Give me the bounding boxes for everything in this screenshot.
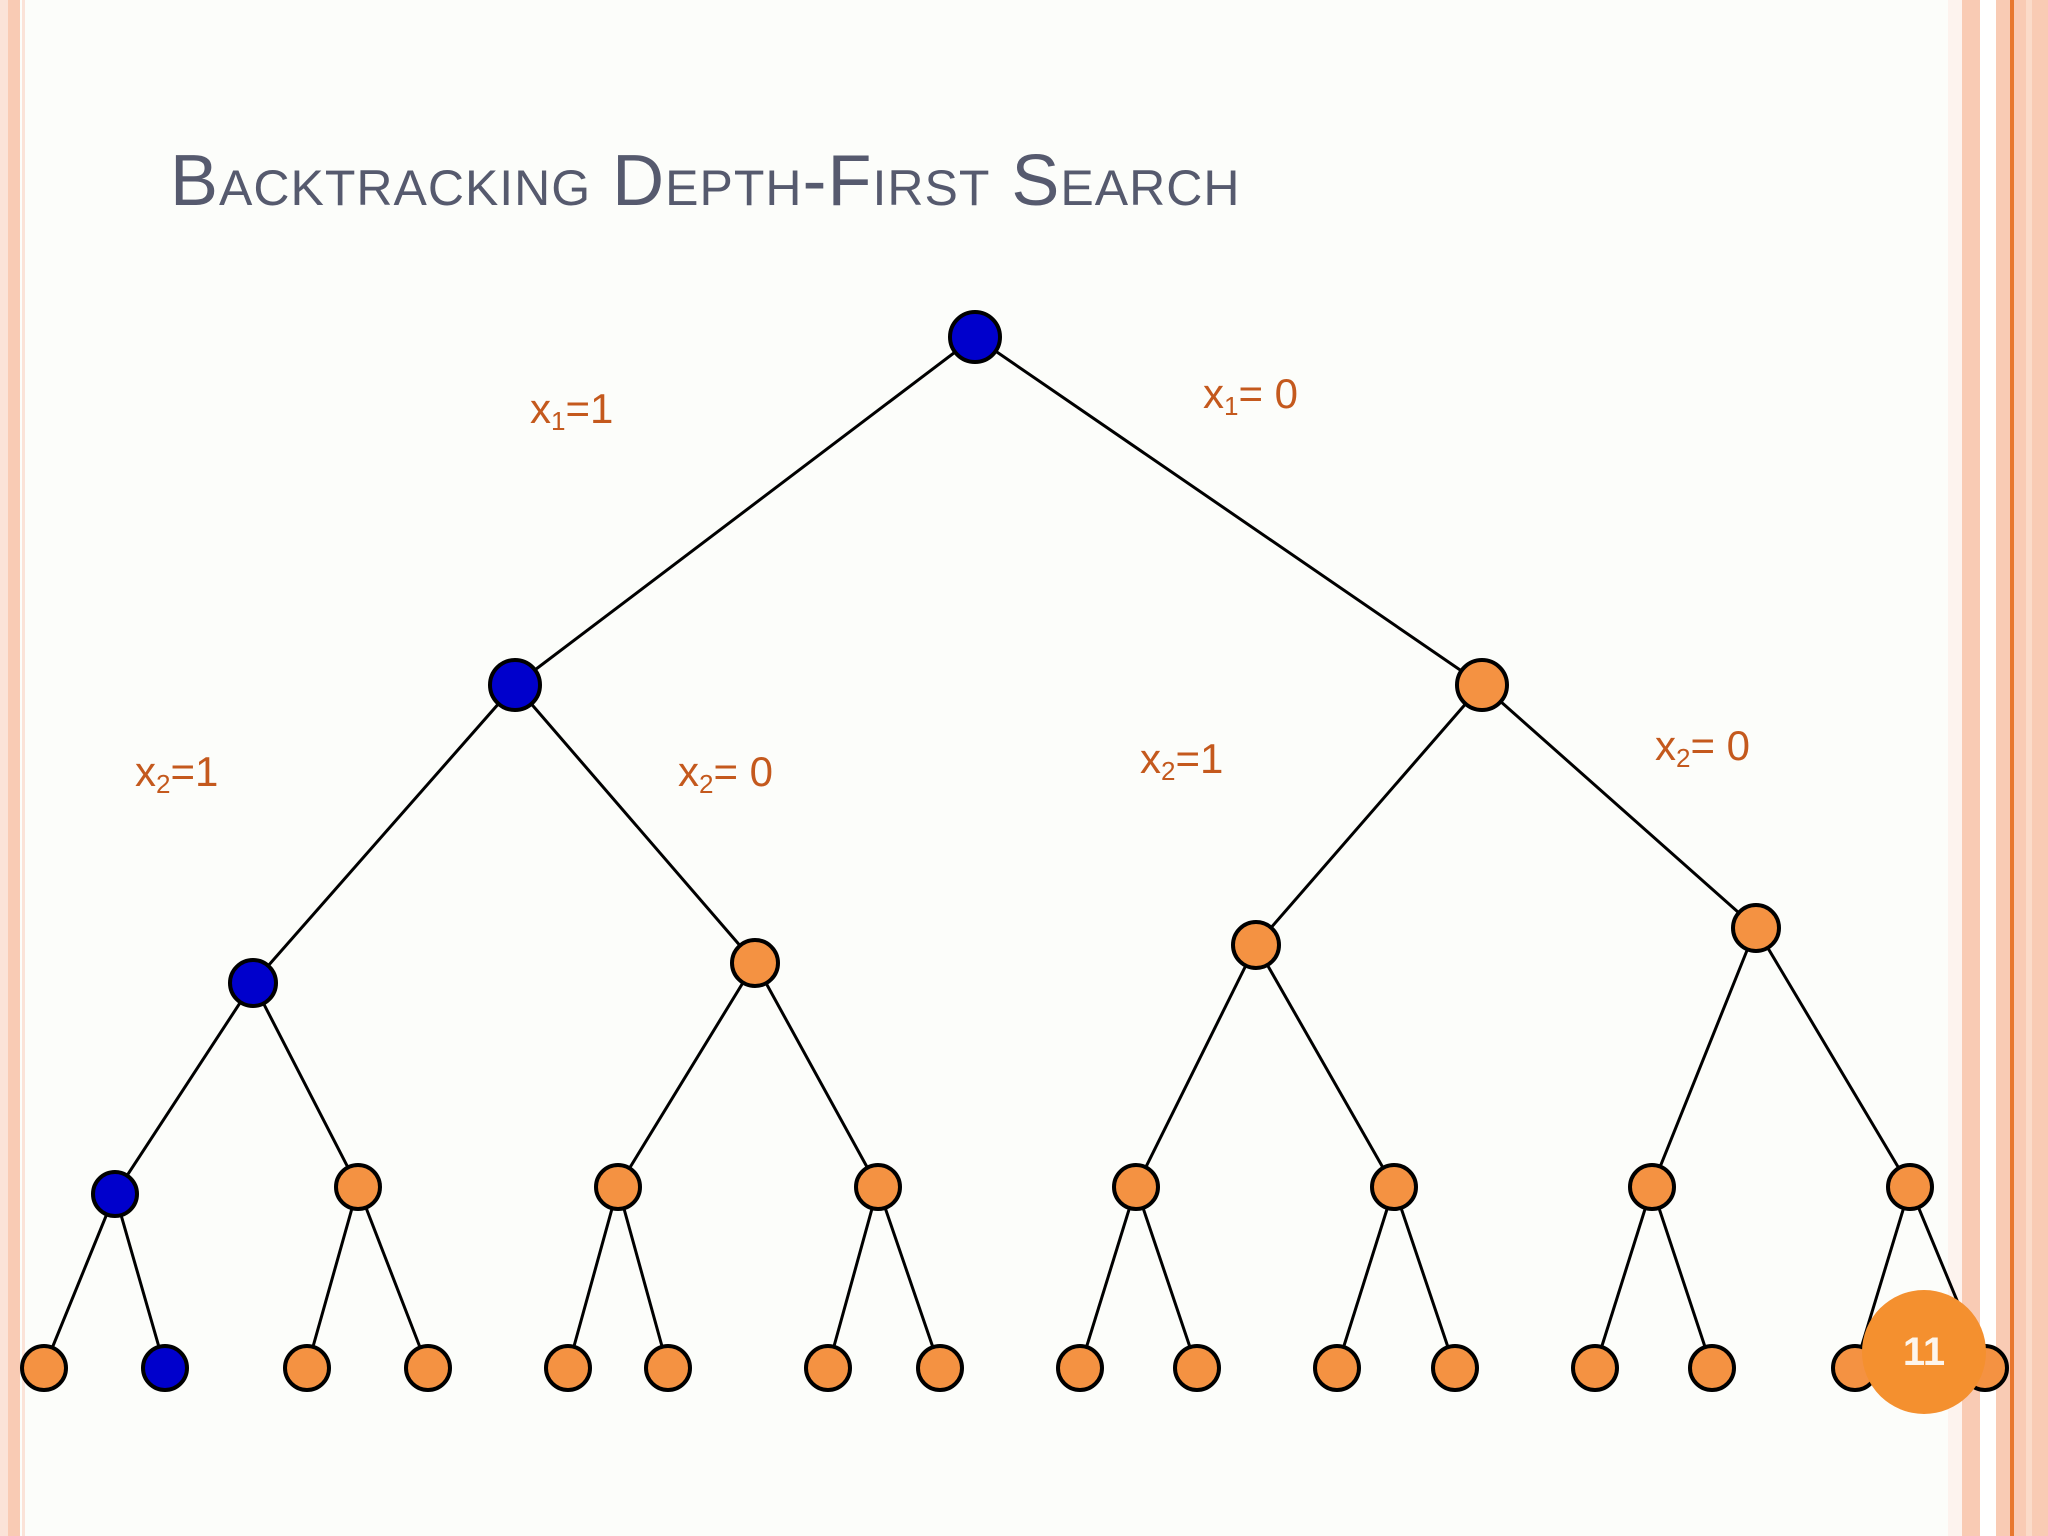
edge-label-subscript: 2	[1161, 755, 1176, 786]
edge-label-variable: x	[1655, 722, 1676, 769]
tree-edge	[1754, 927, 1912, 1188]
tree-node-visited	[91, 1170, 139, 1218]
edge-label-subscript: 2	[156, 768, 171, 799]
tree-node-unvisited	[644, 1344, 692, 1392]
tree-node-visited	[228, 958, 278, 1008]
tree-edge	[1254, 944, 1396, 1188]
tree-node-unvisited	[1731, 903, 1781, 953]
edge-label-subscript: 1	[551, 405, 566, 436]
edge-label-x1-left: x1=1	[530, 385, 614, 436]
tree-edge	[1392, 1186, 1457, 1369]
edge-label-subscript: 2	[1676, 742, 1691, 773]
tree-edge	[113, 982, 255, 1195]
edge-label-variable: x	[530, 385, 551, 432]
edge-label-variable: x	[1203, 370, 1224, 417]
edge-label-subscript: 1	[1224, 390, 1239, 421]
tree-node-unvisited	[1431, 1344, 1479, 1392]
tree-node-unvisited	[1886, 1163, 1934, 1211]
tree-node-unvisited	[544, 1344, 592, 1392]
tree-node-unvisited	[594, 1163, 642, 1211]
edge-label-x1-right: x1= 0	[1203, 370, 1299, 421]
tree-edge	[616, 1186, 670, 1369]
tree-node-visited	[141, 1344, 189, 1392]
tree-edge	[113, 1193, 167, 1369]
tree-node-unvisited	[20, 1344, 68, 1392]
tree-edge	[251, 982, 360, 1188]
tree-edge	[513, 684, 757, 964]
tree-node-unvisited	[1231, 920, 1281, 970]
tree-node-unvisited	[1173, 1344, 1221, 1392]
tree-edge	[514, 335, 976, 687]
tree-node-unvisited	[730, 938, 780, 988]
edge-label-value: =1	[565, 385, 614, 432]
tree-node-unvisited	[1688, 1344, 1736, 1392]
edge-label-variable: x	[1140, 735, 1161, 782]
tree-node-unvisited	[854, 1163, 902, 1211]
edge-label-value: = 0	[713, 748, 774, 795]
tree-edge	[1650, 927, 1758, 1188]
tree-edge	[1254, 684, 1484, 946]
edge-label-subscript: 2	[699, 768, 714, 799]
tree-edge	[753, 962, 880, 1188]
tree-node-unvisited	[1112, 1163, 1160, 1211]
tree-node-unvisited	[334, 1163, 382, 1211]
edge-label-variable: x	[678, 748, 699, 795]
tree-node-group	[20, 310, 2009, 1392]
edge-label-value: = 0	[1690, 722, 1751, 769]
tree-edge	[876, 1186, 942, 1369]
tree-edge-group	[42, 335, 1987, 1369]
edge-label-x2-left-0: x2= 0	[678, 748, 774, 799]
tree-edge	[566, 1186, 620, 1369]
tree-edge	[42, 1193, 117, 1369]
tree-node-visited	[488, 658, 542, 712]
edge-label-x2-left-1: x2=1	[135, 748, 219, 799]
tree-node-unvisited	[1455, 658, 1509, 712]
tree-node-unvisited	[404, 1344, 452, 1392]
tree-edge	[356, 1186, 430, 1369]
tree-edge	[305, 1186, 360, 1369]
tree-edge	[1650, 1186, 1714, 1369]
tree-node-unvisited	[1571, 1344, 1619, 1392]
tree-node-unvisited	[283, 1344, 331, 1392]
edge-label-variable: x	[135, 748, 156, 795]
tree-edge	[1134, 1186, 1199, 1369]
tree-node-unvisited	[1313, 1344, 1361, 1392]
tree-node-visited	[948, 310, 1002, 364]
tree-edge	[1134, 944, 1258, 1188]
slide-number-badge: 11	[1862, 1290, 1986, 1414]
tree-edge	[1481, 683, 1757, 930]
page-title: Backtracking Depth-First Search	[170, 141, 1241, 221]
tree-node-unvisited	[1628, 1163, 1676, 1211]
edge-label-value: =1	[170, 748, 219, 795]
tree-node-unvisited	[1056, 1344, 1104, 1392]
edge-label-value: = 0	[1238, 370, 1299, 417]
edge-label-value: =1	[1175, 735, 1224, 782]
tree-node-unvisited	[804, 1344, 852, 1392]
tree-edge	[1593, 1186, 1654, 1369]
tree-edge	[826, 1186, 880, 1369]
tree-edge	[1078, 1186, 1138, 1369]
tree-node-unvisited	[1370, 1163, 1418, 1211]
edge-label-x2-right-1: x2=1	[1140, 735, 1224, 786]
tree-node-unvisited	[916, 1344, 964, 1392]
tree-edge	[616, 962, 757, 1188]
edge-label-x2-right-0: x2= 0	[1655, 722, 1751, 773]
tree-edge	[1335, 1186, 1396, 1369]
tree-edge	[974, 335, 1483, 687]
tree-edge	[251, 684, 517, 984]
